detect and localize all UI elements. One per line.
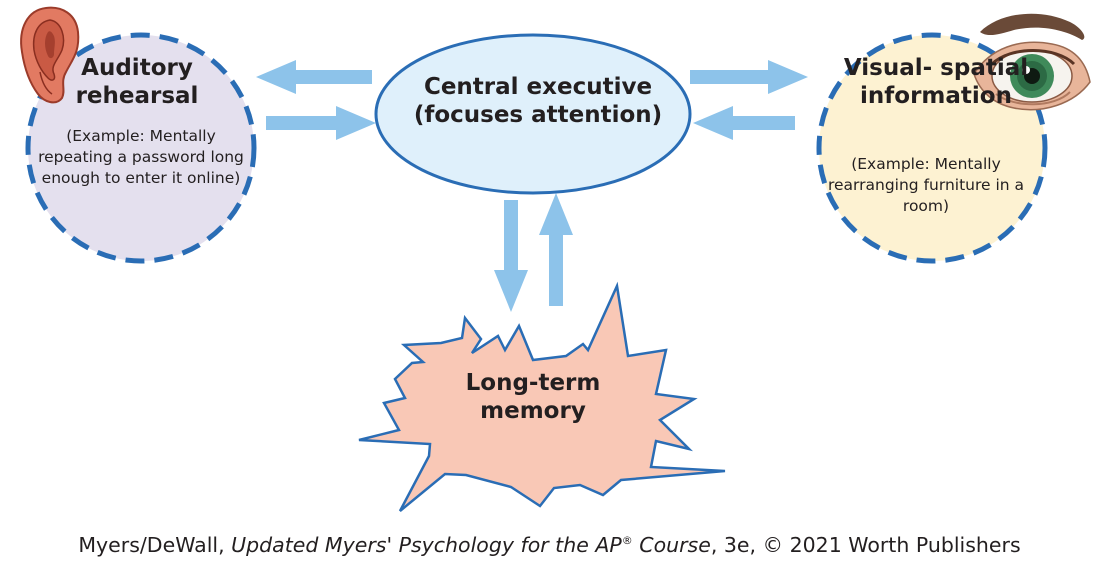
arrow-central-to-longterm	[494, 200, 528, 312]
long-term-memory-title: Long-term memory	[465, 370, 601, 424]
arrows	[256, 60, 808, 312]
credit-registered-mark: ®	[621, 534, 633, 548]
arrow-central-to-auditory	[256, 60, 372, 94]
visual-spatial-title: Visual- spatial information	[843, 55, 1029, 109]
central-executive-ellipse	[374, 33, 692, 195]
source-credit: Myers/DeWall, Updated Myers' Psychology …	[0, 533, 1099, 558]
visual-spatial-example: (Example: Mentally rearranging furniture…	[827, 155, 1025, 215]
arrow-longterm-to-central	[539, 193, 573, 306]
long-term-memory-starburst	[358, 281, 726, 512]
arrow-auditory-to-central	[266, 106, 376, 140]
credit-book-title: Updated Myers' Psychology for the AP	[231, 533, 622, 557]
arrow-central-to-visual	[690, 60, 808, 94]
ear-icon	[20, 6, 80, 104]
credit-authors: Myers/DeWall,	[78, 533, 232, 557]
central-executive-title: Central executive (focuses attention)	[413, 74, 663, 128]
auditory-rehearsal-example: (Example: Mentally repeating a password …	[38, 127, 244, 187]
arrow-visual-to-central	[693, 106, 795, 140]
auditory-rehearsal-title: Auditory rehearsal	[75, 55, 199, 109]
credit-course: Course	[632, 533, 711, 557]
auditory-circle	[25, 32, 257, 264]
credit-rest: , 3e, © 2021 Worth Publishers	[710, 533, 1021, 557]
eye-icon	[973, 13, 1091, 111]
